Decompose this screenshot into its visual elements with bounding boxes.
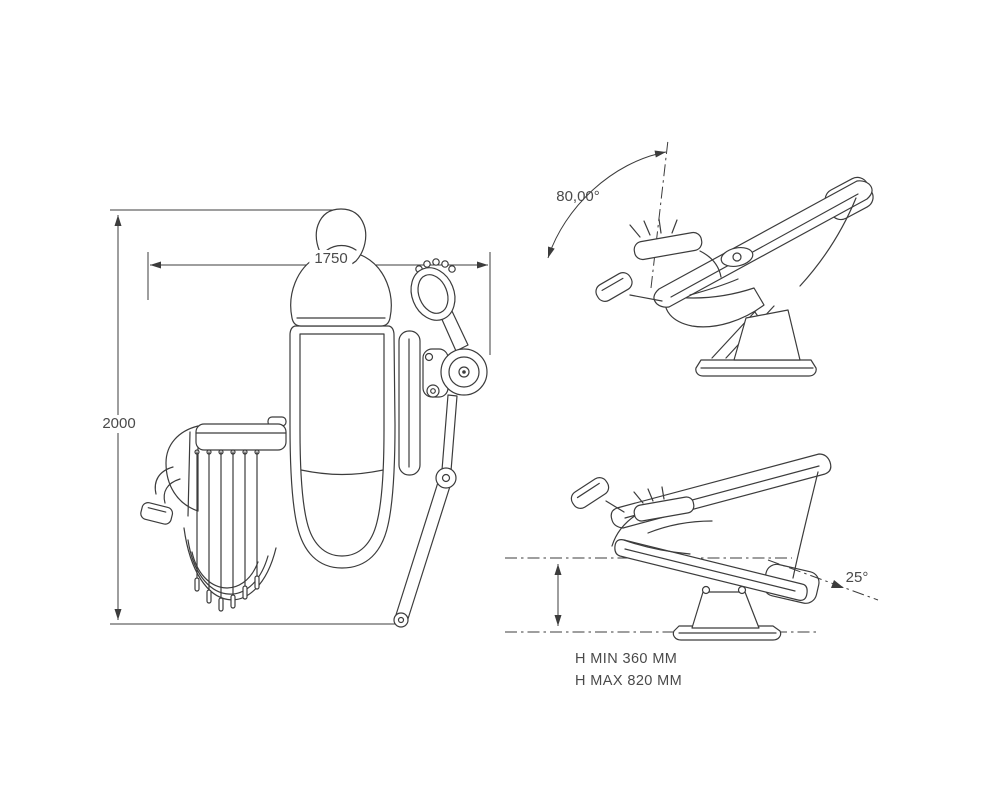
delivery-unit (410, 258, 488, 398)
handpiece-instruments (183, 449, 277, 612)
tilt-line (767, 559, 879, 601)
chair-side-height (570, 453, 832, 641)
chair-top-view (140, 208, 488, 628)
arm-link (441, 394, 458, 472)
tilt-arrow (831, 580, 844, 588)
recline-axis-line (650, 139, 669, 289)
length-dimension-label: 2000 (97, 415, 141, 433)
seat-top-view (289, 325, 396, 569)
recline-view (547, 139, 874, 377)
recline-angle-arc (547, 150, 667, 259)
height-view (505, 453, 879, 641)
chair-side-reclined (595, 176, 874, 377)
height-max-label: H MAX 820 MM (575, 673, 683, 689)
height-min-label: H MIN 360 MM (575, 651, 678, 667)
plan-view (110, 208, 491, 628)
control-head (410, 258, 456, 321)
height-headrest (570, 477, 610, 509)
reclined-headrest (595, 272, 633, 302)
instrument-tray (195, 423, 287, 451)
tilt-angle-label: 25° (845, 569, 869, 586)
reclined-backrest (653, 180, 873, 308)
support-arm (394, 475, 453, 623)
height-instrument-bridge (611, 486, 695, 547)
width-dimension-label: 1750 (309, 250, 353, 268)
instrument-console (140, 416, 287, 612)
backrest-angle-label: 80,00° (556, 188, 600, 205)
reclined-instrument-bridge (629, 218, 722, 278)
